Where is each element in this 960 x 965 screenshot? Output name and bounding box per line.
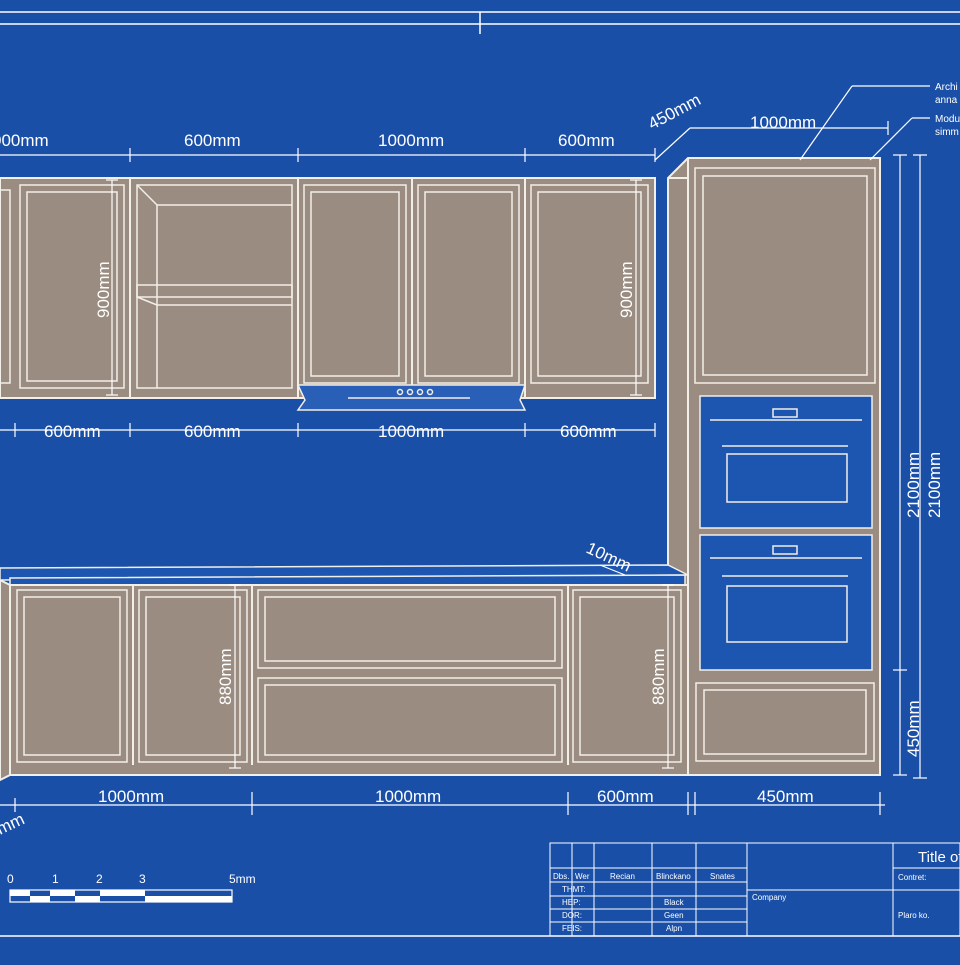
tall-width-dim: 1000mm bbox=[750, 113, 816, 132]
lower-height-right: 880mm bbox=[649, 648, 668, 705]
upper-dimension-lines bbox=[0, 127, 691, 437]
lower-dimension-lines bbox=[0, 564, 885, 815]
upper-top-dim-4: 600mm bbox=[558, 131, 615, 150]
tall-height-dim-1: 2100mm bbox=[904, 452, 923, 518]
scale-bar bbox=[9, 889, 233, 903]
lower-height-left: 880mm bbox=[216, 648, 235, 705]
lower-bottom-dim-3: 600mm bbox=[597, 787, 654, 806]
lower-bottom-dim-4: 450mm bbox=[757, 787, 814, 806]
upper-top-dim-3: 1000mm bbox=[378, 131, 444, 150]
annotation-2-line-1: Modu bbox=[935, 114, 960, 125]
table-header-5: Snates bbox=[710, 872, 735, 881]
scale-label-3: 3 bbox=[139, 872, 146, 886]
tall-oven-unit bbox=[667, 157, 881, 776]
upper-top-dim-1: 000mm bbox=[0, 131, 49, 150]
title-block-plan: Plaro ko. bbox=[898, 911, 930, 920]
table-row-1-label: THMT: bbox=[562, 885, 586, 894]
lower-cabinet-run bbox=[0, 564, 689, 782]
scale-label-2: 2 bbox=[96, 872, 103, 886]
annotation-2-line-2: simm bbox=[935, 127, 959, 138]
scale-label-0: 0 bbox=[7, 872, 14, 886]
tall-height-dim-2: 2100mm bbox=[925, 452, 944, 518]
title-block-title: Title of bbox=[918, 849, 960, 866]
upper-height-left: 900mm bbox=[94, 261, 113, 318]
upper-bottom-dim-1: 600mm bbox=[44, 422, 101, 441]
upper-cabinet-run bbox=[0, 177, 656, 411]
upper-height-right: 900mm bbox=[617, 261, 636, 318]
title-block-contact: Contret: bbox=[898, 873, 926, 882]
drawing-frame bbox=[0, 11, 960, 937]
table-header-4: Blinckano bbox=[656, 872, 691, 881]
title-block-company: Company bbox=[752, 893, 786, 902]
table-row-3-label: DOR: bbox=[562, 911, 582, 920]
table-header-2: Wer bbox=[575, 872, 590, 881]
scale-label-1: 1 bbox=[52, 872, 59, 886]
table-header-1: Dbs. bbox=[553, 872, 569, 881]
scale-label-4: 5mm bbox=[229, 872, 256, 886]
title-block bbox=[549, 842, 960, 937]
lower-bottom-dim-1: 1000mm bbox=[98, 787, 164, 806]
oven-lower bbox=[699, 534, 873, 671]
tall-dimension-lines bbox=[690, 85, 930, 779]
annotation-1-line-1: Archi bbox=[935, 82, 958, 93]
upper-bottom-dim-2: 600mm bbox=[184, 422, 241, 441]
table-row-4-value: Alpn bbox=[666, 924, 682, 933]
annotation-1-line-2: anna bbox=[935, 95, 958, 106]
table-header-3: Recian bbox=[610, 872, 635, 881]
table-row-3-value: Geen bbox=[664, 911, 684, 920]
lower-bottom-dim-2: 1000mm bbox=[375, 787, 441, 806]
oven-upper bbox=[699, 395, 873, 529]
table-row-2-value: Black bbox=[664, 898, 685, 907]
table-row-2-label: HEP: bbox=[562, 898, 581, 907]
upper-top-dim-2: 600mm bbox=[184, 131, 241, 150]
upper-bottom-dim-3: 1000mm bbox=[378, 422, 444, 441]
drawer-height-dim: 450mm bbox=[904, 700, 923, 757]
table-row-4-label: FEIS: bbox=[562, 924, 582, 933]
range-hood bbox=[296, 384, 527, 411]
upper-bottom-dim-4: 600mm bbox=[560, 422, 617, 441]
